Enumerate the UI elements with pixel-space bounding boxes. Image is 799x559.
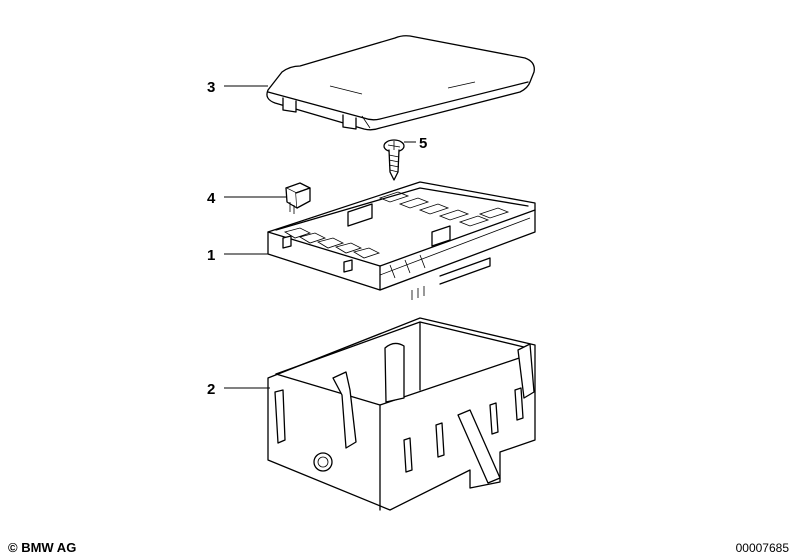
copyright-label: © BMW AG	[8, 540, 77, 555]
callout-1: 1	[207, 247, 215, 264]
fuse-box-cover	[266, 35, 535, 131]
diagram-number: 00007685	[735, 541, 789, 555]
fuse	[285, 182, 311, 214]
fuse-carrier	[267, 181, 536, 300]
screw	[383, 139, 405, 181]
callout-5: 5	[419, 135, 427, 152]
callout-3: 3	[207, 79, 215, 96]
callout-4: 4	[207, 190, 216, 207]
callout-2: 2	[207, 381, 215, 398]
fuse-box-housing	[267, 317, 536, 511]
